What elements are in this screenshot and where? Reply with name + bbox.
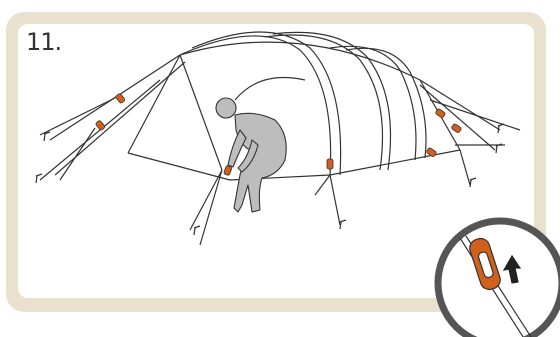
person-pulling-guy-line-icon xyxy=(216,98,286,212)
zoom-inset xyxy=(438,221,560,337)
